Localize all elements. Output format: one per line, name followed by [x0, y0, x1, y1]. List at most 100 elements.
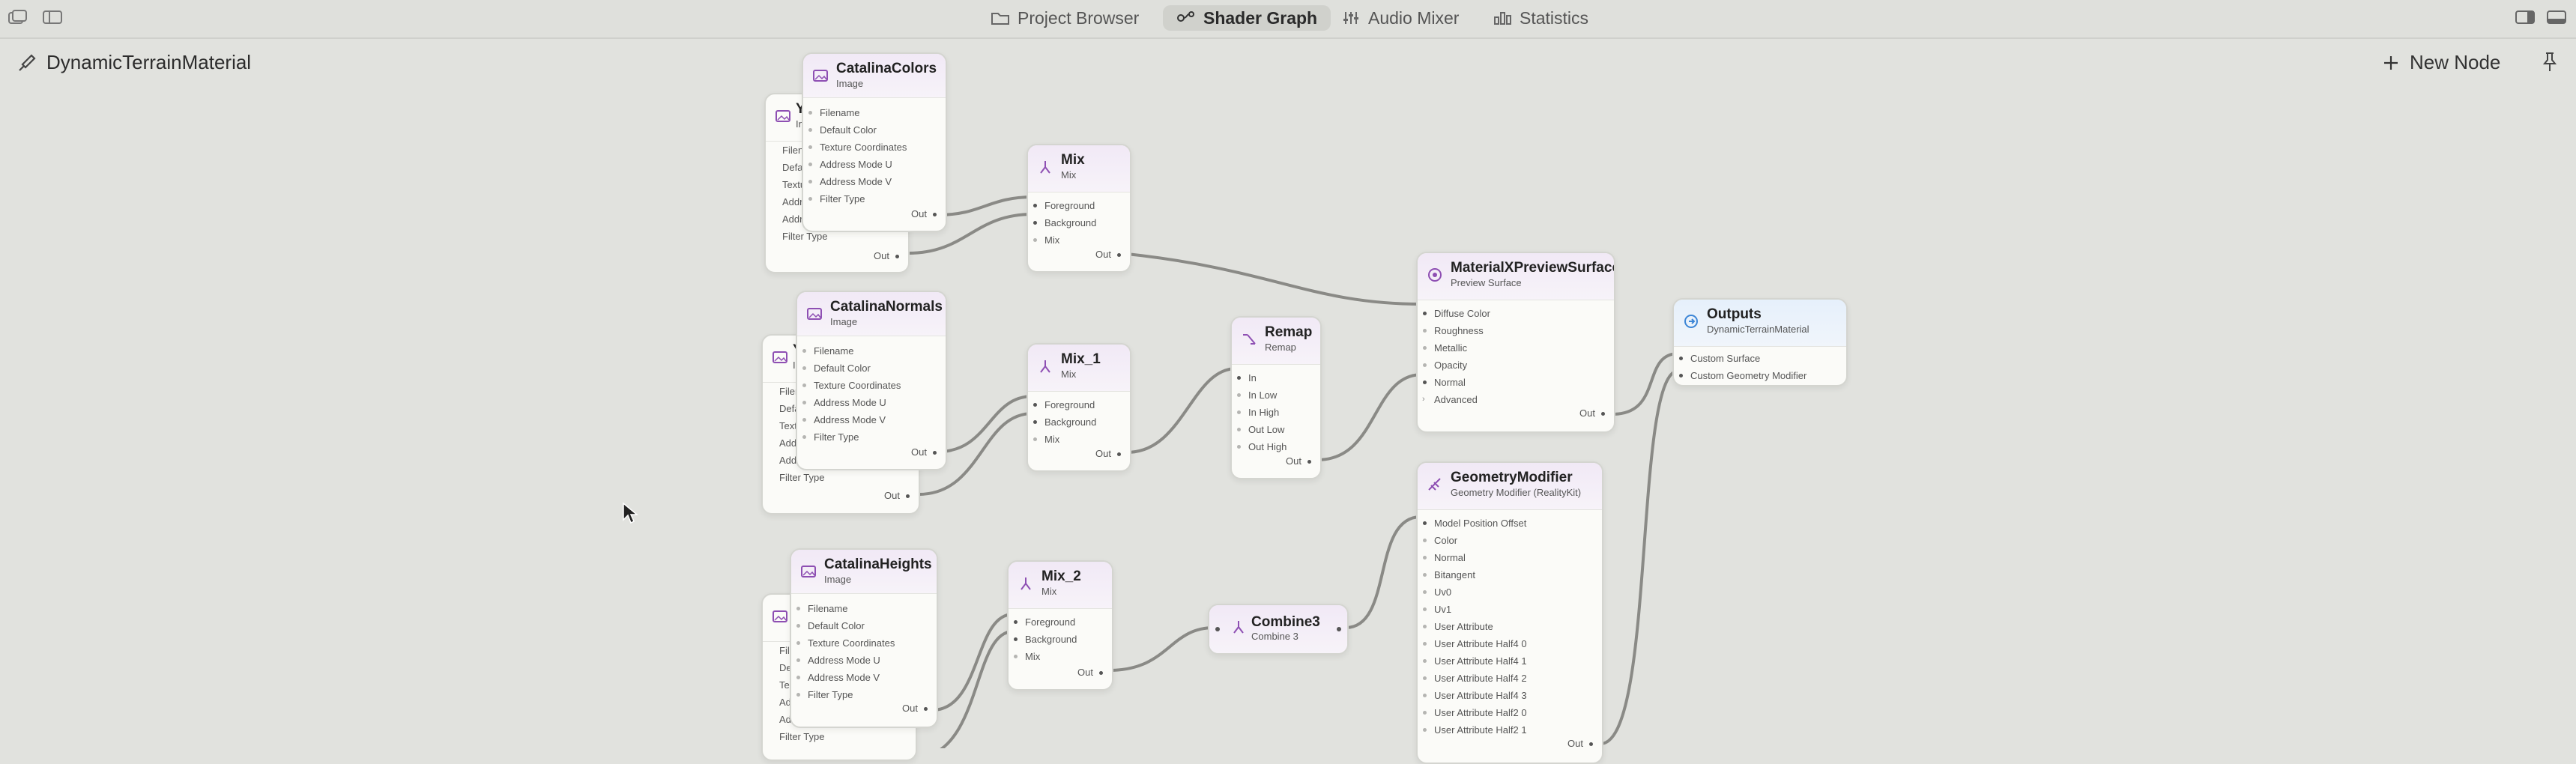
- chart-icon: [1494, 12, 1511, 25]
- out-port[interactable]: Out: [902, 703, 928, 714]
- pin-icon[interactable]: [2540, 51, 2560, 73]
- node-title: Combine3: [1251, 614, 1320, 630]
- tab-audio-mixer[interactable]: Audio Mixer: [1328, 5, 1472, 31]
- port-opacity[interactable]: Opacity: [1418, 357, 1614, 374]
- port-diffuse-color[interactable]: Diffuse Color: [1418, 305, 1614, 322]
- port-background[interactable]: Background: [1028, 214, 1130, 231]
- port-default-color[interactable]: Default Color: [791, 617, 937, 634]
- image-icon: [801, 566, 816, 577]
- port-user-attribute-half2-1[interactable]: User Attribute Half2 1: [1418, 721, 1602, 739]
- outputs-node[interactable]: Outputs DynamicTerrainMaterial Custom Su…: [1672, 298, 1848, 386]
- port-address-mode-v[interactable]: Address Mode V: [791, 669, 937, 686]
- graph-icon: [1177, 11, 1194, 22]
- port-mix[interactable]: Mix: [1028, 431, 1130, 448]
- port-filter-type[interactable]: Filter Type: [791, 686, 937, 703]
- port-user-attribute-half2-0[interactable]: User Attribute Half2 0: [1418, 704, 1602, 721]
- port-background[interactable]: Background: [1009, 631, 1112, 648]
- port-uv1[interactable]: Uv1: [1418, 601, 1602, 618]
- port-texture-coordinates[interactable]: Texture Coordinates: [797, 377, 946, 394]
- port-custom-surface[interactable]: Custom Surface: [1674, 350, 1846, 367]
- out-port[interactable]: Out: [911, 208, 937, 219]
- out-port[interactable]: Out: [1095, 249, 1121, 260]
- preview-surface-node[interactable]: MaterialXPreviewSurface Preview Surface …: [1416, 252, 1615, 433]
- out-label: Out: [902, 703, 918, 714]
- port-filename[interactable]: Filename: [791, 600, 937, 617]
- geometry-modifier-node[interactable]: GeometryModifier Geometry Modifier (Real…: [1416, 461, 1603, 764]
- port-filter-type[interactable]: Filter Type: [797, 428, 946, 446]
- mix-1-node[interactable]: Mix_1 Mix Foreground Background Mix Out: [1027, 343, 1131, 472]
- port-address-mode-v[interactable]: Address Mode V: [797, 411, 946, 428]
- port-filename[interactable]: Filename: [803, 104, 946, 121]
- port-in[interactable]: In: [1232, 369, 1320, 386]
- port-roughness[interactable]: Roughness: [1418, 322, 1614, 339]
- port-user-attribute-half4-2[interactable]: User Attribute Half4 2: [1418, 670, 1602, 687]
- port-user-attribute[interactable]: User Attribute: [1418, 618, 1602, 635]
- remap-node[interactable]: Remap Remap In In Low In High Out Low Ou…: [1230, 316, 1322, 479]
- port-user-attribute-half4-0[interactable]: User Attribute Half4 0: [1418, 635, 1602, 652]
- port-bitangent[interactable]: Bitangent: [1418, 566, 1602, 583]
- mix-2-node[interactable]: Mix_2 Mix Foreground Background Mix Out: [1007, 560, 1113, 691]
- port-out-low[interactable]: Out Low: [1232, 421, 1320, 438]
- port-default-color[interactable]: Default Color: [797, 360, 946, 377]
- out-label: Out: [884, 490, 900, 501]
- node-title: CatalinaNormals: [830, 299, 943, 315]
- out-port[interactable]: Out: [1567, 738, 1593, 749]
- port-uv0[interactable]: Uv0: [1418, 583, 1602, 601]
- wire-mix1-to-remap: [1125, 367, 1238, 454]
- new-node-button[interactable]: New Node: [2383, 51, 2500, 74]
- port-normal[interactable]: Normal: [1418, 549, 1602, 566]
- bottom-panel-toggle-icon[interactable]: [2546, 9, 2567, 25]
- port-metallic[interactable]: Metallic: [1418, 339, 1614, 357]
- windows-icon[interactable]: [7, 9, 28, 25]
- mix-icon: [1040, 161, 1050, 174]
- mix-node[interactable]: Mix Mix Foreground Background Mix Out: [1027, 144, 1131, 273]
- combine3-node[interactable]: Combine3 Combine 3: [1208, 604, 1349, 655]
- out-port[interactable]: Out: [874, 250, 899, 261]
- out-port[interactable]: Out: [1095, 448, 1121, 459]
- inspector-toggle-icon[interactable]: [2515, 9, 2536, 25]
- image-icon: [813, 70, 828, 82]
- port-in-low[interactable]: In Low: [1232, 386, 1320, 404]
- out-port[interactable]: Out: [1286, 455, 1311, 467]
- port-user-attribute-half4-1[interactable]: User Attribute Half4 1: [1418, 652, 1602, 670]
- port-color[interactable]: Color: [1418, 532, 1602, 549]
- tab-shader-graph[interactable]: Shader Graph: [1163, 5, 1331, 31]
- port-address-mode-u[interactable]: Address Mode U: [803, 156, 946, 173]
- port-custom-geometry-modifier[interactable]: Custom Geometry Modifier: [1674, 367, 1846, 384]
- port-texture-coordinates[interactable]: Texture Coordinates: [791, 634, 937, 652]
- port-default-color[interactable]: Default Color: [803, 121, 946, 139]
- mix-icon: [1021, 577, 1031, 590]
- image-node-catalina-heights[interactable]: CatalinaHeights Image Filename Default C…: [790, 548, 938, 728]
- port-model-position-offset[interactable]: Model Position Offset: [1418, 515, 1602, 532]
- out-label: Out: [1567, 738, 1583, 749]
- port-filter-type[interactable]: Filter Type: [803, 190, 946, 207]
- tab-statistics[interactable]: Statistics: [1479, 5, 1602, 31]
- port-normal[interactable]: Normal: [1418, 374, 1614, 391]
- out-port[interactable]: Out: [911, 446, 937, 458]
- port-foreground[interactable]: Foreground: [1009, 613, 1112, 631]
- port-foreground[interactable]: Foreground: [1028, 197, 1130, 214]
- port-address-mode-u[interactable]: Address Mode U: [791, 652, 937, 669]
- port-address-mode-u[interactable]: Address Mode U: [797, 394, 946, 411]
- tab-project-browser[interactable]: Project Browser: [977, 5, 1152, 31]
- image-node-catalina-normals[interactable]: CatalinaNormals Image Filename Default C…: [796, 291, 947, 470]
- image-node-catalina-colors[interactable]: CatalinaColors Image Filename Default Co…: [802, 52, 947, 232]
- port-address-mode-v[interactable]: Address Mode V: [803, 173, 946, 190]
- port-texture-coordinates[interactable]: Texture Coordinates: [803, 139, 946, 156]
- port-mix[interactable]: Mix: [1028, 231, 1130, 249]
- sidebar-toggle-icon[interactable]: [42, 9, 63, 25]
- out-port[interactable]: Out: [884, 490, 910, 501]
- port-foreground[interactable]: Foreground: [1028, 396, 1130, 413]
- port-in-high[interactable]: In High: [1232, 404, 1320, 421]
- advanced-disclosure[interactable]: ›Advanced: [1418, 391, 1614, 408]
- node-title: Remap: [1265, 324, 1313, 340]
- port-user-attribute-half4-3[interactable]: User Attribute Half4 3: [1418, 687, 1602, 704]
- out-port[interactable]: Out: [1077, 667, 1103, 678]
- port-mix[interactable]: Mix: [1009, 648, 1112, 665]
- port-background[interactable]: Background: [1028, 413, 1130, 431]
- material-brush-icon: [19, 54, 36, 71]
- port-filename[interactable]: Filename: [797, 342, 946, 360]
- port-out-high[interactable]: Out High: [1232, 438, 1320, 455]
- out-port[interactable]: Out: [1579, 407, 1605, 419]
- wire-colors-to-mix-fg: [937, 195, 1034, 216]
